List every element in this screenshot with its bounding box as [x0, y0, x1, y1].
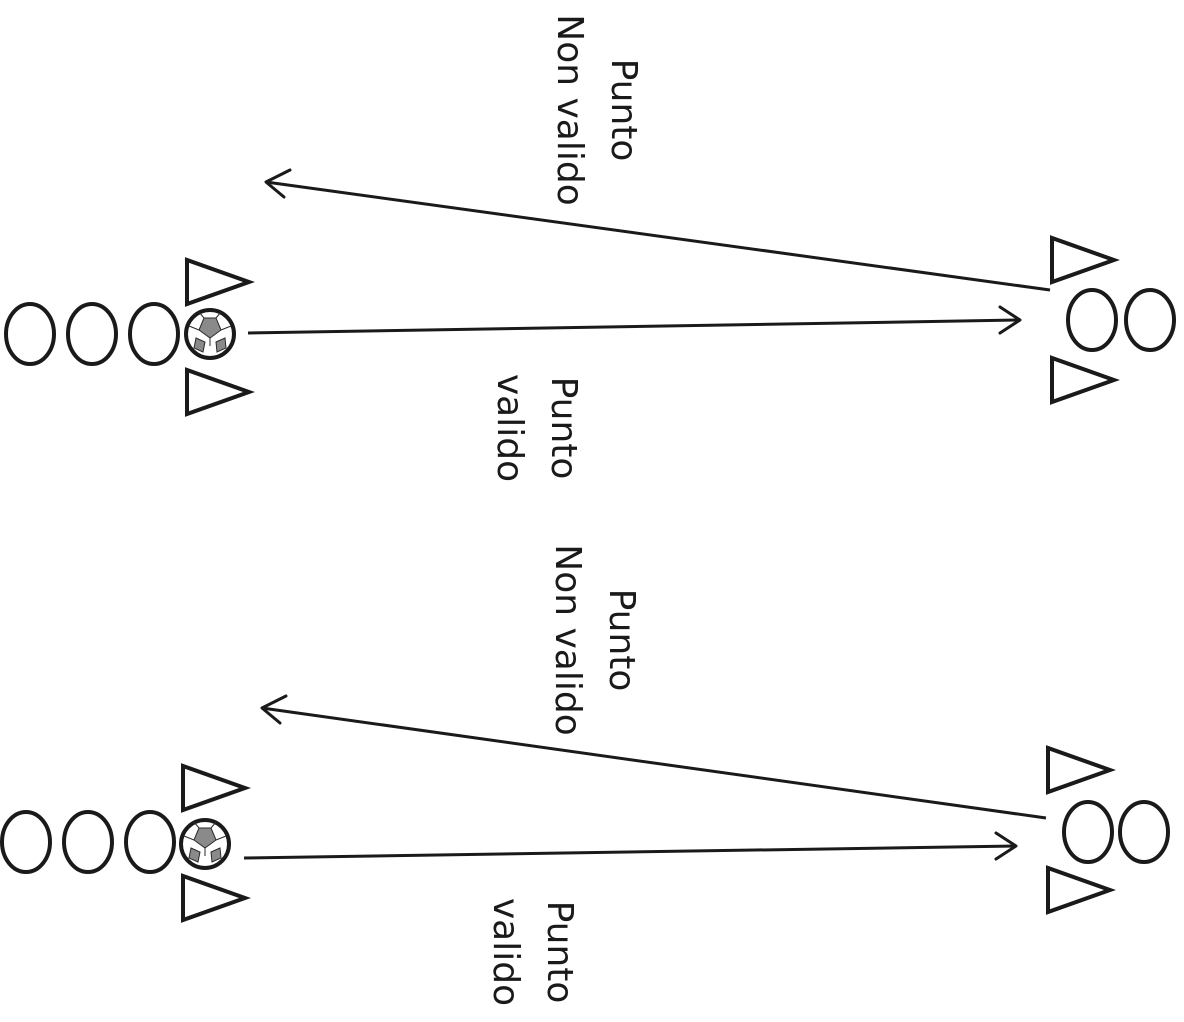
valid-shot-arrow: [243, 831, 1018, 861]
player-icon: [1124, 288, 1176, 352]
label-line: valido: [489, 374, 530, 482]
player-icon: [62, 810, 114, 874]
invalid-point-label: Punto Non valido: [547, 544, 642, 735]
invalid-shot-arrow: [260, 694, 1047, 820]
label-line: Punto: [603, 59, 644, 162]
label-line: Non valido: [547, 544, 588, 735]
player-icon: [0, 810, 52, 874]
player-icon: [1118, 800, 1170, 864]
cone-icon: [1046, 865, 1116, 915]
cone-icon: [185, 367, 255, 417]
cone-icon: [1050, 235, 1120, 285]
player-icon: [128, 302, 180, 366]
soccer-ball-icon: [184, 308, 236, 360]
cone-icon: [181, 873, 251, 923]
drill-1: Punto Non valido Punto valido: [4, 14, 1176, 482]
label-line: Non valido: [549, 14, 590, 205]
label-line: valido: [485, 898, 526, 1006]
cone-icon: [1050, 355, 1120, 405]
player-icon: [1066, 288, 1118, 352]
invalid-shot-arrow: [264, 168, 1051, 292]
valid-shot-arrow: [247, 305, 1022, 335]
soccer-ball-icon: [179, 818, 231, 870]
player-icon: [124, 810, 176, 874]
invalid-point-label: Punto Non valido: [549, 14, 644, 205]
drill-2: Punto Non valido Punto valido: [0, 544, 1170, 1006]
label-line: Punto: [539, 901, 580, 1004]
cone-icon: [1046, 745, 1116, 795]
cone-icon: [185, 257, 255, 307]
label-line: Punto: [601, 589, 642, 692]
player-icon: [4, 302, 56, 366]
valid-point-label: Punto valido: [485, 898, 580, 1006]
player-icon: [1062, 800, 1114, 864]
valid-point-label: Punto valido: [489, 374, 584, 482]
label-line: Punto: [543, 377, 584, 480]
cone-icon: [181, 763, 251, 813]
player-icon: [66, 302, 118, 366]
